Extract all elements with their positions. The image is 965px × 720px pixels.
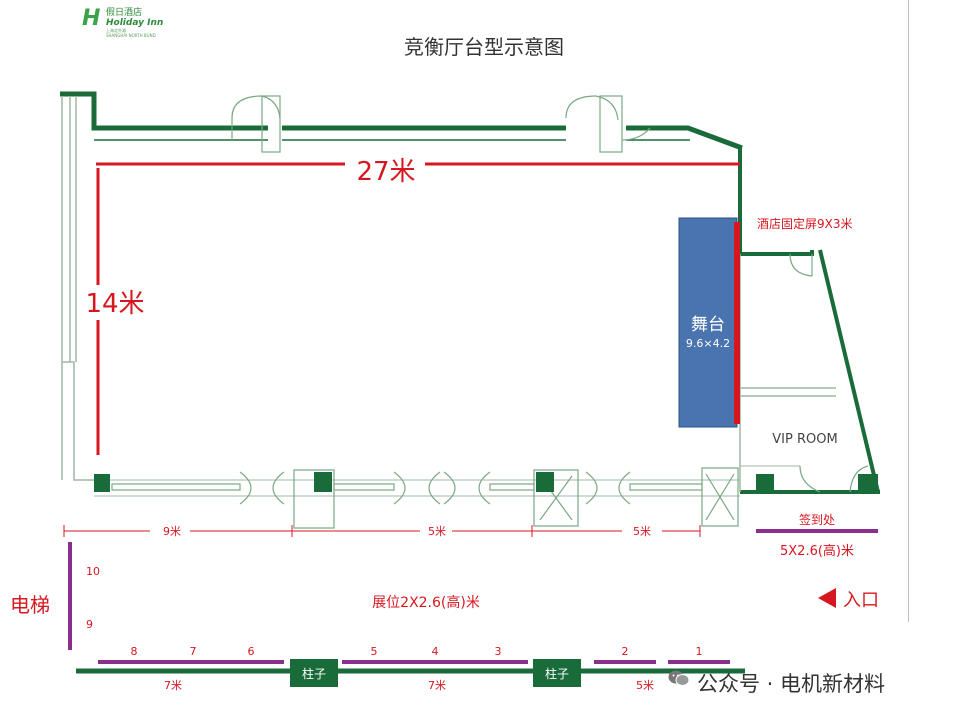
wall-pillars: [94, 472, 878, 492]
pillar-2: [533, 659, 581, 687]
dimension-length: 27米: [356, 157, 415, 187]
watermark: 公众号 · 电机新材料: [697, 672, 886, 696]
elevator-label: 电梯: [10, 593, 50, 617]
pillar-1: [290, 659, 338, 687]
logo-small-1: 上海北外滩: [106, 28, 126, 33]
page-edge-divider: [908, 0, 909, 622]
measure-top-line: [63, 525, 701, 537]
pillar-2-label: 柱子: [545, 666, 569, 681]
screen-label: 酒店固定屏9X3米: [757, 216, 853, 231]
booth-3: 3: [495, 645, 502, 658]
entrance-label: 入口: [843, 590, 879, 611]
measure-5m-b: 5米: [633, 525, 651, 538]
booth-8: 8: [131, 645, 138, 658]
hall-walls: [60, 91, 880, 497]
booth-2: 2: [622, 645, 629, 658]
dimension-lines: [96, 162, 740, 455]
entrance-marker: 入口: [818, 588, 879, 611]
booth-9: 9: [86, 618, 93, 631]
stage-platform: [678, 217, 738, 428]
dimension-width: 14米: [85, 289, 144, 319]
logo-en: Holiday Inn: [106, 18, 164, 28]
vip-room-label: VIP ROOM: [772, 432, 837, 447]
booth-6: 6: [248, 645, 255, 658]
measure-7m-a: 7米: [164, 679, 182, 692]
logo-cn: 假日酒店: [106, 8, 143, 18]
logo-mark: H: [82, 6, 100, 31]
entrance-arrow-icon: [818, 588, 836, 608]
bottom-doors: [111, 467, 739, 529]
booth-1: 1: [696, 645, 703, 658]
page-title: 竞衡厅台型示意图: [404, 35, 564, 59]
stage-size: 9.6×4.2: [686, 337, 730, 350]
door-top-left: [231, 95, 281, 153]
pillar-1-label: 柱子: [302, 666, 326, 681]
booth-label: 展位2X2.6(高)米: [372, 594, 480, 611]
door-vip: [799, 465, 869, 493]
measure-7m-b: 7米: [428, 679, 446, 692]
logo-text: 假日酒店 Holiday Inn 上海北外滩 SHANGHAI NORTH BU…: [106, 8, 163, 38]
measure-5m-a: 5米: [428, 525, 446, 538]
wechat-icon: [668, 670, 690, 686]
measure-5m-c: 5米: [636, 679, 654, 692]
booth-7: 7: [190, 645, 197, 658]
booth-10: 10: [86, 565, 100, 578]
door-top-right: [565, 95, 651, 153]
logo-small-2: SHANGHAI NORTH BUND: [106, 33, 156, 38]
booth-4: 4: [432, 645, 439, 658]
holiday-inn-logo: H: [82, 6, 100, 31]
stage-label: 舞台: [691, 315, 725, 335]
signin-label: 签到处: [799, 512, 835, 527]
booth-5: 5: [371, 645, 378, 658]
signin-size: 5X2.6(高)米: [780, 543, 854, 559]
door-right: [789, 253, 813, 277]
measure-9m: 9米: [163, 525, 181, 538]
